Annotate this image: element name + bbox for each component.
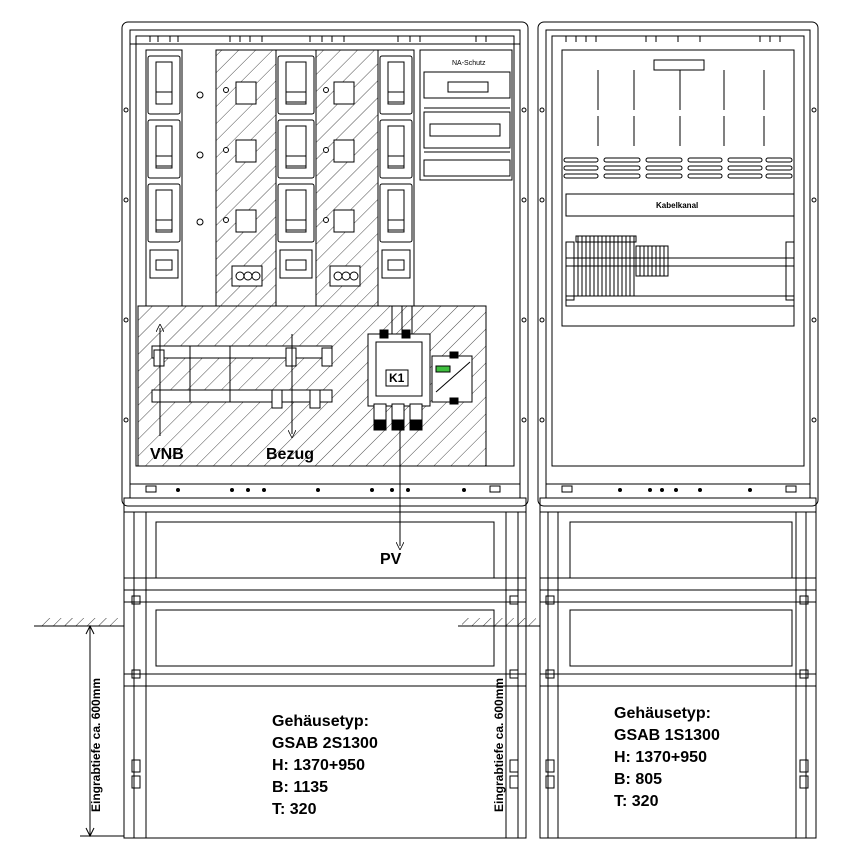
- meter-terminals: [223, 81, 361, 287]
- depth-label-left: Eingrabtiefe ca. 600mm: [89, 678, 103, 812]
- ground-level-right: [458, 618, 540, 836]
- pv-label: PV: [380, 551, 402, 568]
- svg-text:B: 1135: B: 1135: [272, 779, 328, 796]
- left-stand: [123, 511, 527, 839]
- bezug-label: Bezug: [266, 446, 314, 463]
- na-schutz-module: [419, 49, 513, 181]
- vnb-label: VNB: [150, 446, 184, 463]
- terminal-block: [575, 235, 669, 296]
- k1-label: K1: [389, 371, 405, 385]
- svg-text:H: 1370+950: H: 1370+950: [614, 749, 707, 766]
- fuse-holder-middle: [277, 55, 315, 279]
- svg-text:B: 805: B: 805: [614, 771, 662, 788]
- housing-info-left: Gehäusetyp: GSAB 2S1300 H: 1370+950 B: 1…: [272, 713, 378, 818]
- svg-text:Gehäusetyp:: Gehäusetyp:: [614, 705, 711, 722]
- depth-label-right: Eingrabtiefe ca. 600mm: [492, 678, 506, 812]
- right-cabinet: [537, 21, 819, 513]
- left-cabinet-frame: [121, 21, 529, 507]
- svg-text:T: 320: T: 320: [614, 793, 659, 810]
- left-cabinet: [121, 21, 529, 546]
- fuse-holder-left: [147, 55, 181, 279]
- kabelkanal-box: [565, 193, 795, 217]
- ground-level-left: [34, 618, 124, 838]
- kabelkanal-label: Kabelkanal: [656, 201, 698, 210]
- svg-text:T: 320: T: 320: [272, 801, 317, 818]
- svg-text:Gehäusetyp:: Gehäusetyp:: [272, 713, 369, 730]
- svg-text:H: 1370+950: H: 1370+950: [272, 757, 365, 774]
- na-schutz-label: NA-Schutz: [452, 60, 486, 67]
- svg-text:GSAB 1S1300: GSAB 1S1300: [614, 727, 720, 744]
- housing-info-right: Gehäusetyp: GSAB 1S1300 H: 1370+950 B: 8…: [614, 705, 720, 810]
- fuse-holder-right: [379, 55, 413, 279]
- right-cabinet-frame: [537, 21, 819, 507]
- svg-text:GSAB 2S1300: GSAB 2S1300: [272, 735, 378, 752]
- right-stand: [539, 511, 817, 839]
